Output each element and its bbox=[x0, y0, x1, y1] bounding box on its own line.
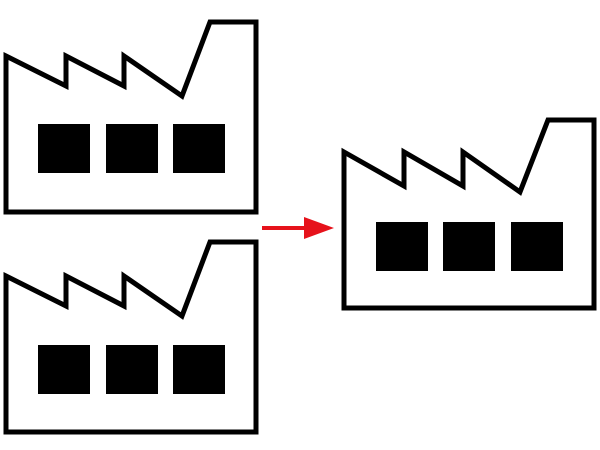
arrow-head bbox=[304, 217, 334, 239]
factory-window bbox=[38, 345, 90, 394]
factory-icon bbox=[341, 117, 597, 311]
factory-outline bbox=[341, 117, 597, 311]
factory-window bbox=[443, 222, 495, 271]
factory-window bbox=[106, 345, 158, 394]
factory-window bbox=[511, 222, 563, 271]
factory-window bbox=[173, 124, 225, 173]
arrow-icon bbox=[262, 217, 334, 239]
factory-outline bbox=[3, 239, 259, 435]
factory-window bbox=[173, 345, 225, 394]
factory-outline bbox=[3, 19, 259, 215]
factory-window bbox=[38, 124, 90, 173]
factory-icon bbox=[3, 239, 259, 435]
factory-window bbox=[106, 124, 158, 173]
factory-icon bbox=[3, 19, 259, 215]
factory-window bbox=[376, 222, 428, 271]
